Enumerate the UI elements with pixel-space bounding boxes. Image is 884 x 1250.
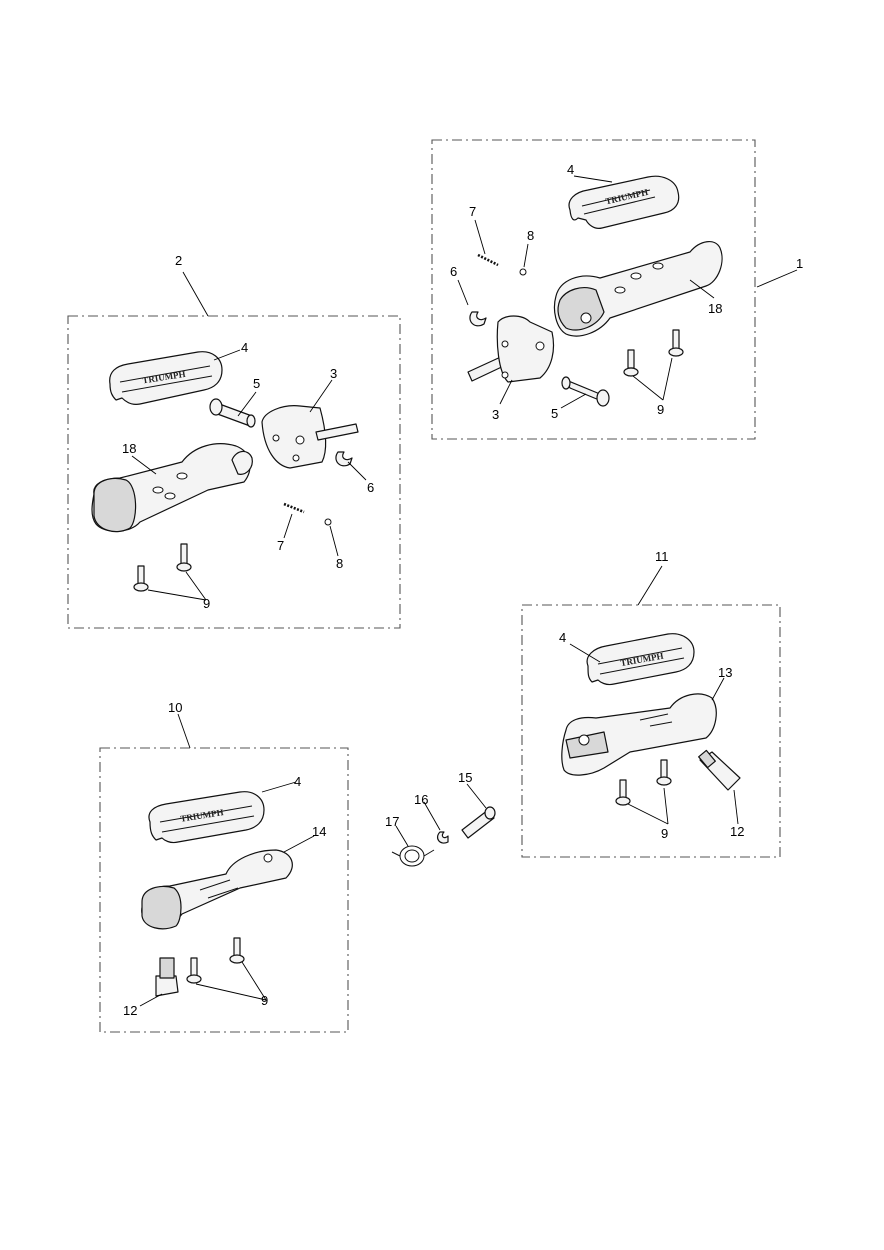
callout-16: 16 — [414, 792, 428, 807]
footrest-body-13-kit11 — [561, 693, 717, 776]
footrest-rubber-4-kit2: TRIUMPH — [109, 351, 223, 405]
callout-13: 13 — [718, 665, 732, 680]
bolt-9a-kit10 — [186, 957, 202, 984]
bolt-9a-kit2 — [133, 565, 149, 592]
callout-12-kit11: 12 — [730, 824, 744, 839]
callout-8-kit1: 8 — [527, 228, 534, 243]
hanger-bracket-3-kit1 — [467, 315, 555, 383]
spring-7-kit2 — [283, 502, 305, 514]
callout-6-kit1: 6 — [450, 264, 457, 279]
footrest-body-18-kit1 — [553, 241, 723, 337]
callout-18-kit1: 18 — [708, 301, 722, 316]
adjuster-12-kit11 — [698, 749, 741, 791]
callout-2: 2 — [175, 253, 182, 268]
callout-3-kit2: 3 — [330, 366, 337, 381]
ball-8-kit1 — [519, 268, 527, 276]
footrest-rubber-4-kit1: TRIUMPH — [568, 175, 680, 229]
callout-9-kit2: 9 — [203, 596, 210, 611]
bolt-9a-kit1 — [623, 349, 639, 377]
kit-box-11: TRIUMPH — [521, 604, 781, 858]
bolt-9b-kit2 — [176, 543, 192, 572]
callout-11: 11 — [655, 549, 669, 564]
clevis-pin-5-kit2 — [209, 398, 256, 428]
bolt-9b-kit10 — [229, 937, 245, 964]
ball-8-kit2 — [324, 518, 332, 526]
torsion-spring-17 — [391, 845, 435, 867]
callout-1: 1 — [796, 256, 803, 271]
footrest-rubber-4-kit11: TRIUMPH — [586, 633, 695, 686]
callout-9-kit1: 9 — [657, 402, 664, 417]
callout-4-kit1: 4 — [567, 162, 574, 177]
callout-9-kit11: 9 — [661, 826, 668, 841]
callout-17: 17 — [385, 814, 399, 829]
callout-5-kit2: 5 — [253, 376, 260, 391]
footrest-rubber-4-kit10: TRIUMPH — [148, 791, 265, 844]
spring-7-kit1 — [477, 253, 499, 267]
circlip-6-kit1 — [469, 311, 487, 327]
callout-4-kit11: 4 — [559, 630, 566, 645]
callout-5-kit1: 5 — [551, 406, 558, 421]
callout-8-kit2: 8 — [336, 556, 343, 571]
callout-10: 10 — [168, 700, 182, 715]
kit-box-1: TRIUMPH — [431, 139, 756, 440]
bolt-9b-kit11 — [656, 759, 672, 786]
bolt-9b-kit1 — [668, 329, 684, 357]
adjuster-12-kit10 — [155, 957, 179, 997]
callout-6-kit2: 6 — [367, 480, 374, 495]
footrest-body-18-kit2 — [91, 443, 253, 533]
hanger-bracket-3-kit2 — [261, 405, 359, 469]
callout-4-kit10: 4 — [294, 774, 301, 789]
callout-14: 14 — [312, 824, 326, 839]
callout-15: 15 — [458, 770, 472, 785]
callout-7-kit2: 7 — [277, 538, 284, 553]
bolt-9a-kit11 — [615, 779, 631, 806]
leader-lines — [131, 175, 798, 1007]
pivot-pin-15 — [461, 806, 496, 839]
callout-7-kit1: 7 — [469, 204, 476, 219]
callout-12-kit10: 12 — [123, 1003, 137, 1018]
kit-box-2: TRIUMPH — [67, 315, 401, 629]
kit-box-10: TRIUMPH — [99, 747, 349, 1033]
footrest-body-14-kit10 — [141, 849, 293, 930]
clevis-pin-5-kit1 — [561, 376, 610, 407]
callout-9-kit10: 9 — [261, 993, 268, 1008]
callout-4-kit2: 4 — [241, 340, 248, 355]
callout-18-kit2: 18 — [122, 441, 136, 456]
callouts: 1 4 7 8 6 18 3 5 9 2 4 5 3 18 6 7 8 9 11… — [122, 162, 803, 1018]
circlip-16 — [436, 831, 449, 844]
callout-3-kit1: 3 — [492, 407, 499, 422]
